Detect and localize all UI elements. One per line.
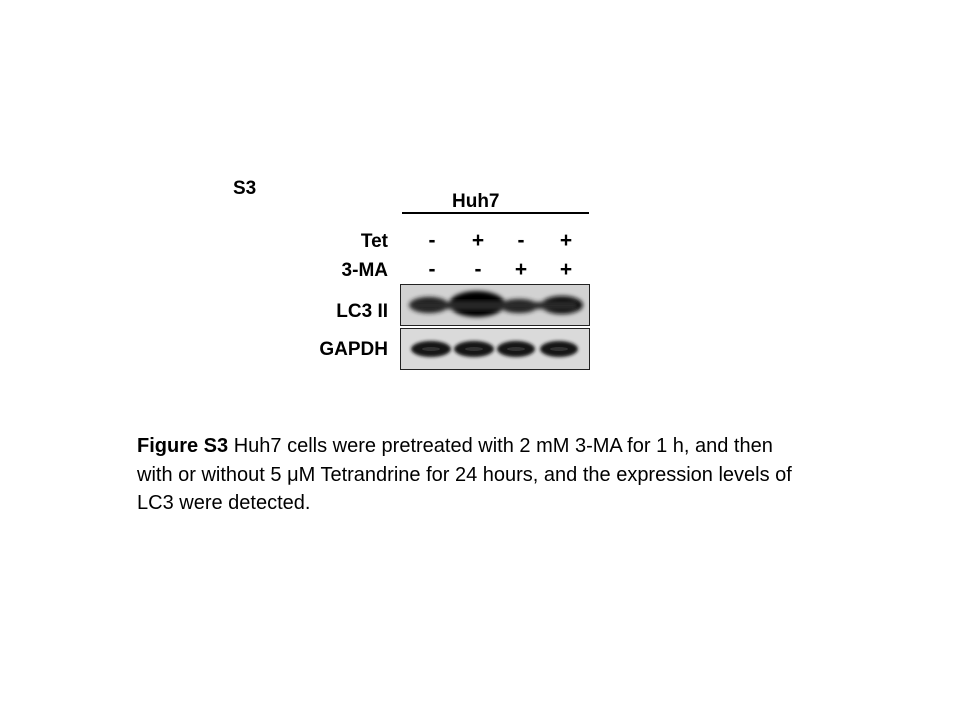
sign-3ma-lane-2: -	[474, 258, 482, 281]
sign-3ma-lane-4: +	[559, 258, 573, 281]
treatment-label-3ma: 3-MA	[341, 260, 388, 281]
blot-label-gapdh: GAPDH	[319, 339, 388, 360]
treatment-label-tet: Tet	[360, 231, 388, 252]
figure-caption: Figure S3 Huh7 cells were pretreated wit…	[137, 432, 797, 518]
sign-tet-lane-3: -	[517, 229, 525, 252]
sign-tet-lane-1: -	[428, 229, 436, 252]
lc3-blot-image	[400, 284, 590, 326]
caption-text: Huh7 cells were pretreated with 2 mM 3-M…	[137, 435, 792, 514]
cell-line-label: Huh7	[452, 191, 500, 212]
gapdh-blot-image	[400, 328, 590, 370]
sign-tet-lane-2: +	[471, 229, 485, 252]
panel-label: S3	[233, 178, 257, 199]
sign-tet-lane-4: +	[559, 229, 573, 252]
sign-3ma-lane-3: +	[514, 258, 528, 281]
blot-label-lc3: LC3 II	[336, 301, 388, 322]
caption-lead: Figure S3	[137, 435, 229, 457]
sign-3ma-lane-1: -	[428, 258, 436, 281]
cell-line-rule	[402, 212, 589, 214]
